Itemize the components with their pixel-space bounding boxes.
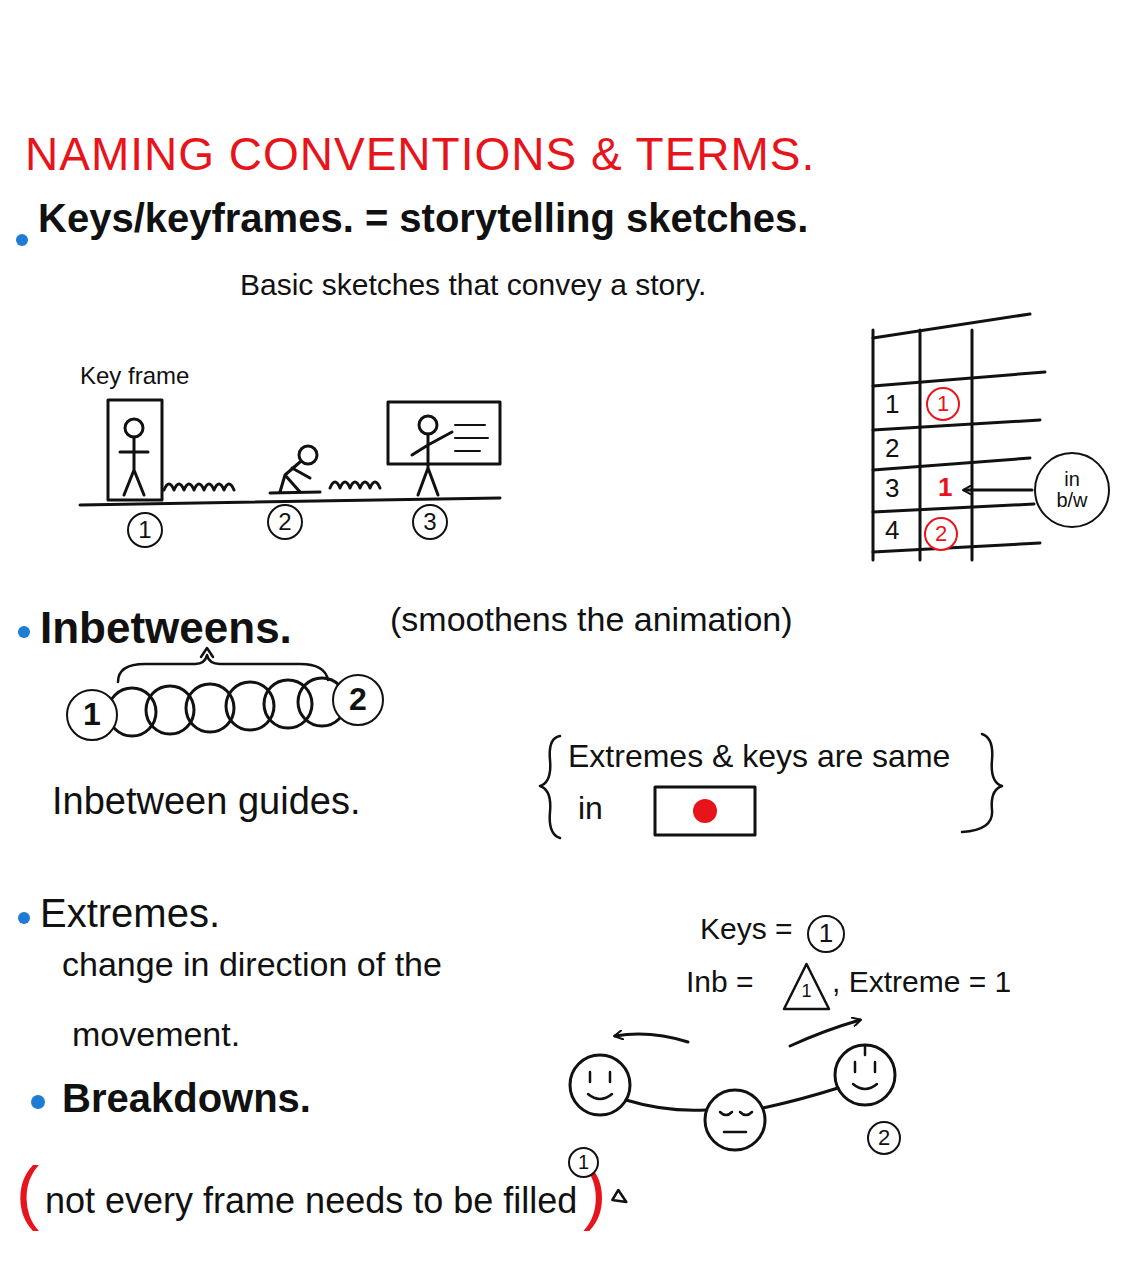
node-text: 1 xyxy=(937,392,949,415)
callout-circle: 1 xyxy=(127,512,163,548)
note-text: (smoothens the animation) xyxy=(390,600,793,639)
door-frame xyxy=(108,400,162,500)
node-text: 2 xyxy=(935,522,947,545)
note-text: not every frame needs to be filled xyxy=(45,1180,577,1221)
note-text: , Extreme = 1 xyxy=(832,965,1011,1000)
brace xyxy=(962,734,1002,832)
note-text: 2 xyxy=(885,434,899,464)
note-triangle xyxy=(612,1190,626,1202)
face-circle xyxy=(705,1090,765,1150)
spring-path xyxy=(164,484,234,490)
grid-line xyxy=(873,504,1034,512)
note-text: 1 xyxy=(938,473,952,503)
inbetween-chain xyxy=(108,648,346,736)
brace xyxy=(540,736,560,838)
note-text: ( xyxy=(16,1152,39,1233)
stick-body xyxy=(120,437,148,495)
timesheet-grid xyxy=(873,314,1045,560)
spring-path xyxy=(330,482,380,488)
node-text: in b/w xyxy=(1050,469,1094,511)
note-text: 1 xyxy=(885,390,899,420)
path-arc xyxy=(763,1088,838,1108)
note-text: Basic sketches that convey a story. xyxy=(240,268,706,303)
note-text: Extremes. xyxy=(40,890,220,936)
keyframe-sketch xyxy=(80,400,500,505)
node-text: 2 xyxy=(278,509,291,534)
face-features xyxy=(853,1045,877,1089)
path-arc xyxy=(626,1100,706,1110)
direction-arrow xyxy=(615,1034,688,1042)
inbetween-circle xyxy=(226,682,274,730)
grid-line xyxy=(873,314,1030,338)
note-text: 3 xyxy=(885,474,899,504)
callout-circle: 2 xyxy=(867,1121,901,1155)
callout-circle: 3 xyxy=(412,504,448,540)
brace-note xyxy=(540,734,1002,838)
grid-line xyxy=(872,330,875,560)
node-text: 1 xyxy=(83,698,101,732)
bullet-dot xyxy=(31,1095,45,1109)
face-circle xyxy=(570,1055,630,1115)
callout-circle: 2 xyxy=(924,517,958,551)
flag-sun xyxy=(693,799,717,823)
note-text: Key frame xyxy=(80,362,189,390)
note-text: Inb = xyxy=(686,965,754,1000)
direction-arrow xyxy=(790,1020,860,1046)
bullet-dots xyxy=(16,234,45,1109)
note-text: Breakdowns. xyxy=(62,1075,311,1121)
note-text: Keys = xyxy=(700,912,793,947)
note-text: Keys/keyframes. = storytelling sketches. xyxy=(38,195,808,241)
stick-head xyxy=(299,446,317,464)
callout-circle: in b/w xyxy=(1034,452,1110,528)
callout-circle: 1 xyxy=(926,387,960,421)
node-text: 2 xyxy=(878,1126,890,1149)
node-text: 1 xyxy=(578,1152,589,1173)
note-text: in xyxy=(578,790,603,827)
grid-line xyxy=(873,372,1045,386)
bullet-dot xyxy=(18,912,30,924)
face-features xyxy=(588,1072,612,1099)
callout-circle: 1 xyxy=(807,915,845,953)
bullet-dot xyxy=(16,234,28,246)
bullet-dot xyxy=(18,626,30,638)
note-text: Extremes & keys are same xyxy=(568,738,950,775)
note-text: Inbetween guides. xyxy=(52,780,360,824)
face-circle xyxy=(835,1045,895,1105)
board-frame xyxy=(388,402,500,464)
grid-line xyxy=(971,330,974,560)
node-text: 3 xyxy=(423,509,436,534)
leader-arrow xyxy=(964,489,1032,492)
callout-circle: 1 xyxy=(568,1147,599,1178)
stick-body xyxy=(270,462,320,493)
japan-flag xyxy=(655,787,755,835)
callout-circle: 2 xyxy=(267,504,303,540)
note-text: Inbetweens. xyxy=(40,603,292,654)
stick-head xyxy=(419,416,437,434)
breakdown-faces xyxy=(570,1020,895,1150)
node-text: 1 xyxy=(819,920,833,947)
node-text: 2 xyxy=(349,683,367,717)
node-text: 1 xyxy=(138,517,151,542)
stick-head xyxy=(125,419,143,437)
triangle-shape xyxy=(784,964,829,1009)
note-text: change in direction of the xyxy=(62,945,442,984)
board-lines xyxy=(455,425,488,451)
stick-body xyxy=(412,432,452,495)
callout-circle: 2 xyxy=(332,674,384,726)
triangle-marker: 1 xyxy=(782,962,831,1011)
note-text: 4 xyxy=(885,516,899,546)
bracket xyxy=(118,655,328,682)
grid-line xyxy=(919,330,922,560)
grid-line xyxy=(873,420,1040,430)
node-text: 1 xyxy=(801,972,811,1001)
face-features xyxy=(720,1112,752,1132)
title: NAMING CONVENTIONS & TERMS. xyxy=(25,128,815,181)
callout-circle: 1 xyxy=(66,689,118,741)
note-text: movement. xyxy=(72,1015,240,1054)
